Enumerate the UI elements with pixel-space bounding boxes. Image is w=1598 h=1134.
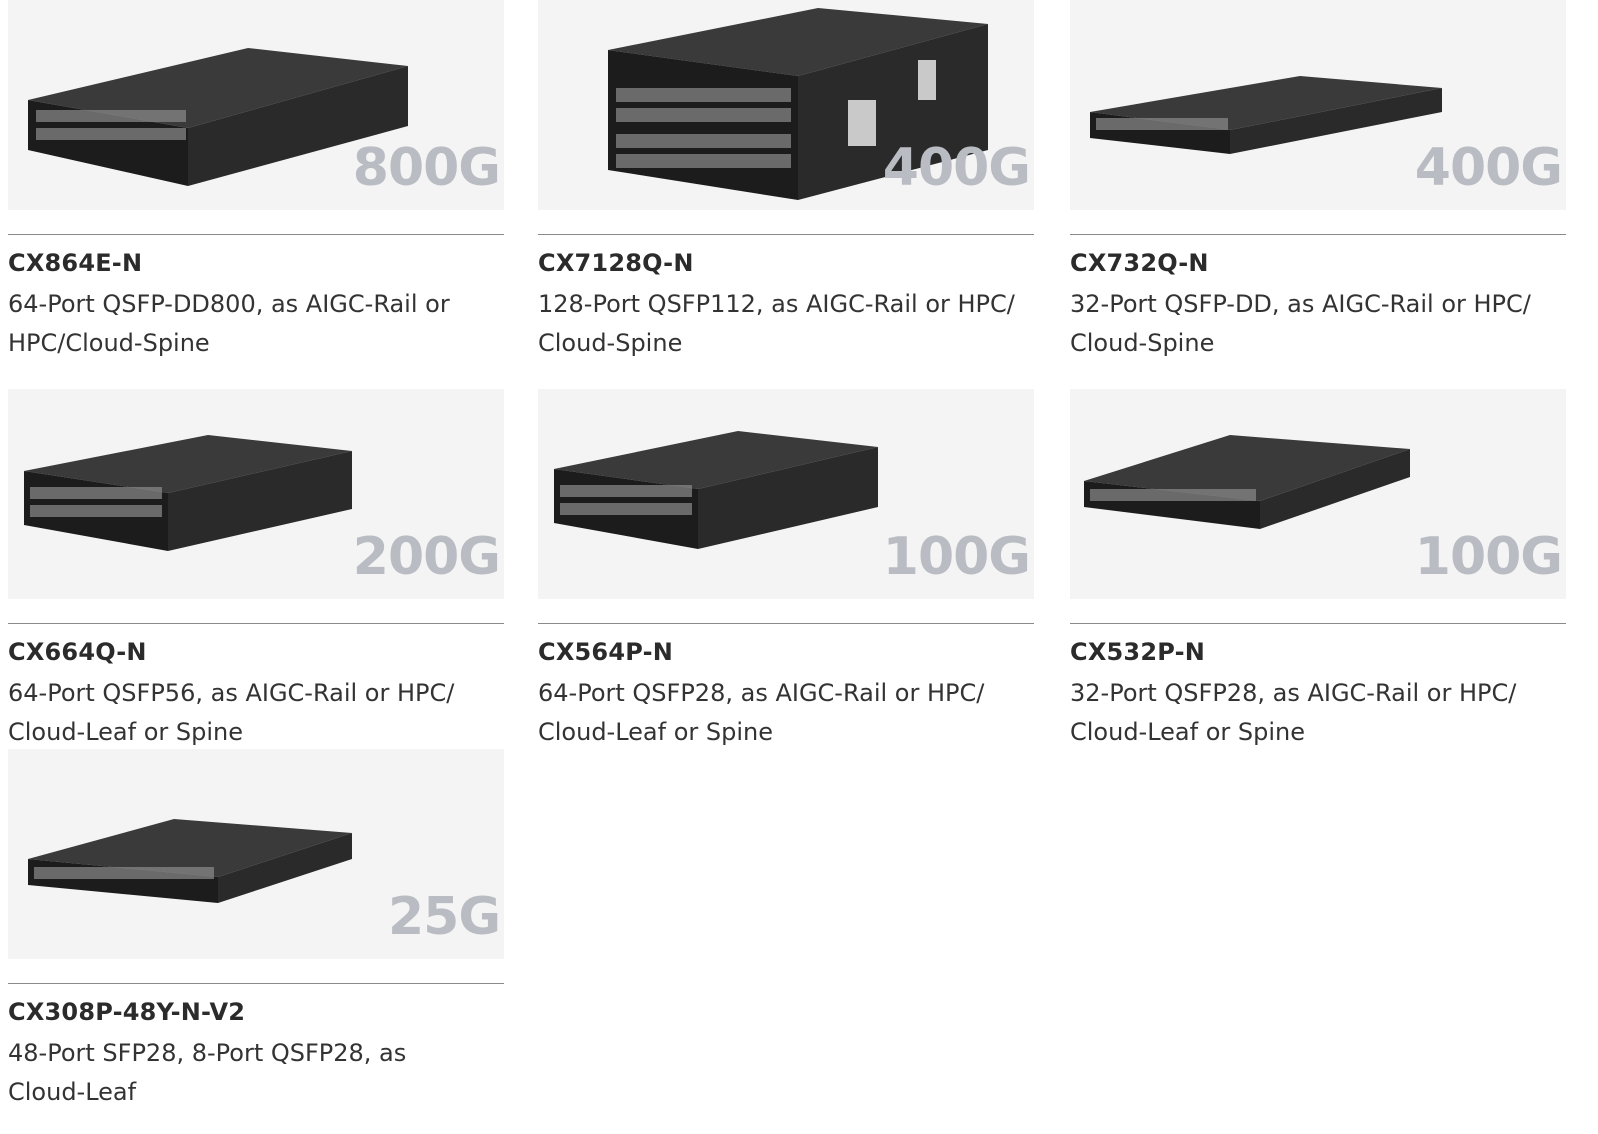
product-card-cx532p-n[interactable]: 100G CX532P-N 32-Port QSFP28, as AIGC-Ra…: [1070, 389, 1566, 752]
switch-2u-illustration: [24, 435, 352, 551]
switch-1u-illustration: [1084, 435, 1410, 529]
divider: [8, 623, 504, 624]
speed-badge: 400G: [882, 138, 1031, 198]
product-description: 64-Port QSFP28, as AIGC-Rail or HPC/ Clo…: [538, 679, 985, 746]
product-model[interactable]: CX532P-N: [1070, 638, 1206, 666]
product-card-cx7128q-n[interactable]: 400G CX7128Q-N 128-Port QSFP112, as AIGC…: [538, 0, 1034, 363]
product-image[interactable]: 25G: [8, 749, 504, 959]
product-image[interactable]: 100G: [1070, 389, 1566, 599]
product-description: 48-Port SFP28, 8-Port QSFP28, as Cloud-L…: [8, 1039, 407, 1106]
speed-badge: 100G: [1414, 527, 1563, 587]
product-card-cx732q-n[interactable]: 400G CX732Q-N 32-Port QSFP-DD, as AIGC-R…: [1070, 0, 1566, 363]
product-image[interactable]: 800G: [8, 0, 504, 210]
product-image[interactable]: 400G: [538, 0, 1034, 210]
product-description: 32-Port QSFP28, as AIGC-Rail or HPC/ Clo…: [1070, 679, 1517, 746]
switch-1u-illustration: [28, 819, 352, 903]
speed-badge: 25G: [387, 887, 501, 947]
speed-badge: 800G: [352, 138, 501, 198]
product-card-cx864e-n[interactable]: 800G CX864E-N 64-Port QSFP-DD800, as AIG…: [8, 0, 504, 363]
product-image[interactable]: 100G: [538, 389, 1034, 599]
product-image[interactable]: 400G: [1070, 0, 1566, 210]
speed-badge: 200G: [352, 527, 501, 587]
product-description: 128-Port QSFP112, as AIGC-Rail or HPC/ C…: [538, 290, 1015, 357]
divider: [1070, 234, 1566, 235]
product-model[interactable]: CX732Q-N: [1070, 249, 1209, 277]
product-model[interactable]: CX308P-48Y-N-V2: [8, 998, 246, 1026]
divider: [8, 983, 504, 984]
switch-2u-illustration: [28, 48, 408, 186]
product-model[interactable]: CX7128Q-N: [538, 249, 694, 277]
divider: [538, 623, 1034, 624]
product-model[interactable]: CX864E-N: [8, 249, 143, 277]
divider: [8, 234, 504, 235]
divider: [1070, 623, 1566, 624]
product-card-cx564p-n[interactable]: 100G CX564P-N 64-Port QSFP28, as AIGC-Ra…: [538, 389, 1034, 752]
product-description: 64-Port QSFP-DD800, as AIGC-Rail or HPC/…: [8, 290, 450, 357]
switch-1u-illustration: [1090, 76, 1442, 154]
product-model[interactable]: CX564P-N: [538, 638, 674, 666]
switch-2u-illustration: [554, 431, 878, 549]
product-description: 32-Port QSFP-DD, as AIGC-Rail or HPC/ Cl…: [1070, 290, 1531, 357]
speed-badge: 400G: [1414, 138, 1563, 198]
speed-badge: 100G: [882, 527, 1031, 587]
product-card-cx308p-48y-n-v2[interactable]: 25G CX308P-48Y-N-V2 48-Port SFP28, 8-Por…: [8, 749, 504, 1112]
product-model[interactable]: CX664Q-N: [8, 638, 147, 666]
product-description: 64-Port QSFP56, as AIGC-Rail or HPC/ Clo…: [8, 679, 455, 746]
product-card-cx664q-n[interactable]: 200G CX664Q-N 64-Port QSFP56, as AIGC-Ra…: [8, 389, 504, 752]
divider: [538, 234, 1034, 235]
switch-4u-illustration: [608, 8, 988, 200]
product-image[interactable]: 200G: [8, 389, 504, 599]
